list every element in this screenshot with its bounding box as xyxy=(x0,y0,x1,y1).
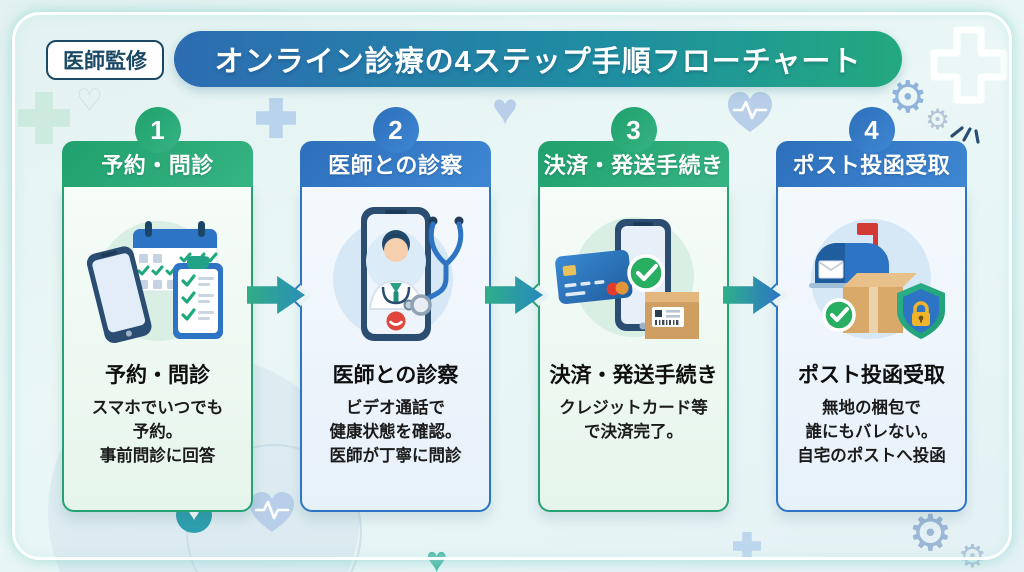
step-header: 決済・発送手続き xyxy=(538,141,729,187)
clipboard-icon xyxy=(172,256,223,339)
heart-outline-icon: ♡ xyxy=(76,84,103,117)
step-body: 予約・問診 スマホでいつでも 予約。 事前問診に回答 xyxy=(62,187,253,512)
step-description: スマホでいつでも 予約。 事前問診に回答 xyxy=(91,399,224,465)
page-title: オンライン診療の4ステップ手順フローチャート xyxy=(174,31,902,87)
step-description: 無地の梱包で 誰にもバレない。 自宅のポストへ投函 xyxy=(797,399,946,465)
gear-icon: ⚙ xyxy=(908,505,953,561)
step-card-reservation: 1 予約・問診 xyxy=(62,107,253,512)
heart-ecg-icon xyxy=(728,92,772,132)
gear-icon: ⚙ xyxy=(888,73,928,122)
step-card-examination: 2 医師との診察 xyxy=(286,107,491,512)
step-body: 医師との診察 ビデオ通話で 健康状態を確認。 医師が丁寧に問診 xyxy=(300,187,491,512)
heart-icon: ♥ xyxy=(426,539,448,572)
step-header: ポスト投函受取 xyxy=(776,141,967,187)
stethoscope-icon xyxy=(409,216,463,316)
supervision-badge: 医師監修 xyxy=(46,40,164,80)
step-number-badge: 2 xyxy=(372,107,419,153)
doctor-icon xyxy=(365,230,426,331)
reservation-illustration xyxy=(86,221,223,344)
gear-icon: ⚙ xyxy=(925,104,951,135)
smartphone-icon xyxy=(86,246,152,344)
payment-illustration xyxy=(554,217,699,339)
step-body: 決済・発送手続き クレジットカード等 で決済完了。 xyxy=(538,187,729,512)
privacy-shield-icon xyxy=(896,283,945,339)
steps-row: 1 予約・問診 xyxy=(62,107,967,512)
step-header: 予約・問診 xyxy=(62,141,253,187)
step-number-badge: 4 xyxy=(848,107,895,153)
delivery-illustration xyxy=(808,219,945,339)
step-title: ポスト投函受取 xyxy=(798,364,945,387)
package-icon xyxy=(644,292,699,339)
step-number-badge: 1 xyxy=(134,107,181,153)
step-description: ビデオ通話で 健康状態を確認。 医師が丁寧に問診 xyxy=(329,399,462,465)
medical-cross-icon xyxy=(930,26,1008,104)
step-description: クレジットカード等 で決済完了。 xyxy=(559,399,708,441)
gear-icon: ⚙ xyxy=(958,538,987,572)
video-call-illustration xyxy=(332,207,463,341)
received-check-icon xyxy=(821,298,856,332)
plus-icon xyxy=(733,532,761,560)
heart-icon: ♥ xyxy=(492,85,519,134)
step-title: 医師との診察 xyxy=(332,364,459,387)
step-card-delivery: 4 ポスト投函受取 xyxy=(762,107,967,512)
step-title: 決済・発送手続き xyxy=(549,364,718,387)
step-number-badge: 3 xyxy=(610,107,657,153)
sparkle-dashes-icon xyxy=(950,126,980,144)
step-body: ポスト投函受取 無地の梱包で 誰にもバレない。 自宅のポストへ投函 xyxy=(776,187,967,512)
payment-check-icon xyxy=(626,254,665,292)
shield-ecg-icon xyxy=(250,492,294,532)
heart-icon: ♥ xyxy=(188,504,200,525)
step-title: 予約・問診 xyxy=(105,364,210,387)
credit-card-icon xyxy=(554,249,632,305)
step-card-payment: 3 決済・発送手続き xyxy=(524,107,729,512)
